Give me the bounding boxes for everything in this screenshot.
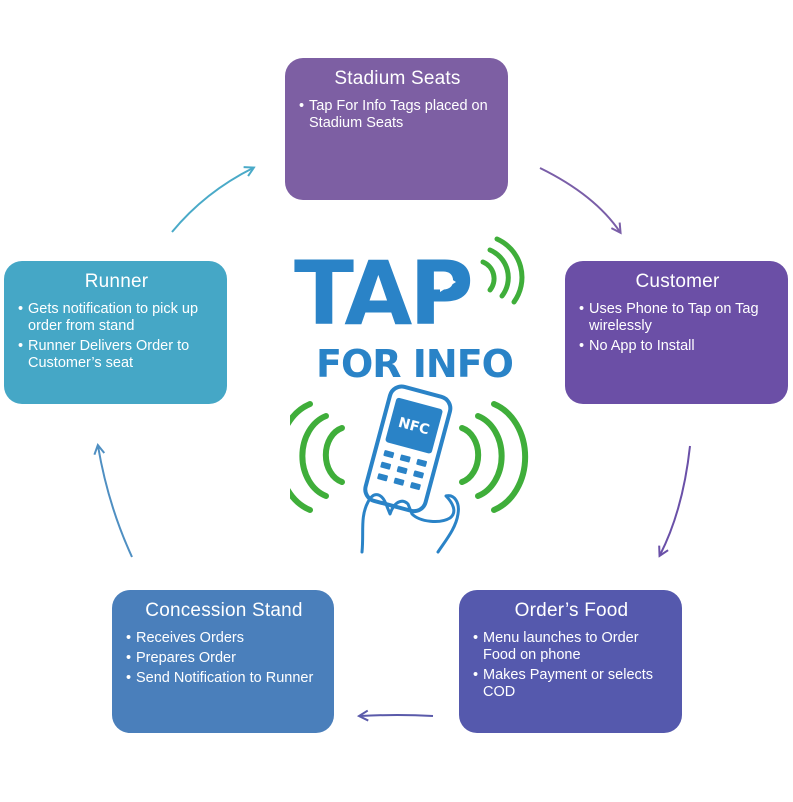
- stadium-seats-bullet: Tap For Info Tags placed on Stadium Seat…: [299, 98, 496, 132]
- orders-food-node: Order’s Food Menu launches to Order Food…: [459, 590, 682, 733]
- stadium-seats-node: Stadium Seats Tap For Info Tags placed o…: [285, 58, 508, 200]
- right-waves-icon: [459, 401, 529, 513]
- customer-list: Uses Phone to Tap on Tag wirelessly No A…: [579, 301, 776, 355]
- concession-stand-bullet: Send Notification to Runner: [126, 670, 322, 687]
- left-waves-icon: [290, 401, 345, 513]
- runner-bullet: Runner Delivers Order to Customer’s seat: [18, 338, 215, 372]
- arrow-customer-to-orders: [660, 445, 691, 555]
- arrow-concession-to-runner: [98, 446, 133, 558]
- signal-waves-icon: [480, 236, 525, 305]
- stadium-seats-title: Stadium Seats: [334, 68, 461, 89]
- logo-for-info-text: FOR INFO: [316, 342, 513, 386]
- play-icon: [440, 272, 456, 292]
- runner-bullet: Gets notification to pick up order from …: [18, 301, 215, 335]
- runner-list: Gets notification to pick up order from …: [18, 301, 215, 372]
- concession-stand-title: Concession Stand: [145, 600, 303, 621]
- arrow-runner-to-seats: [171, 168, 253, 233]
- runner-title: Runner: [84, 271, 149, 292]
- concession-stand-list: Receives Orders Prepares Order Send Noti…: [126, 630, 322, 687]
- customer-bullet: No App to Install: [579, 338, 776, 355]
- arrow-orders-to-concession: [360, 715, 434, 716]
- hand-icon: [360, 493, 460, 554]
- customer-node: Customer Uses Phone to Tap on Tag wirele…: [565, 261, 788, 404]
- stadium-seats-list: Tap For Info Tags placed on Stadium Seat…: [299, 98, 496, 132]
- orders-food-bullet: Makes Payment or selects COD: [473, 667, 670, 701]
- customer-bullet: Uses Phone to Tap on Tag wirelessly: [579, 301, 776, 335]
- orders-food-list: Menu launches to Order Food on phone Mak…: [473, 630, 670, 701]
- concession-stand-bullet: Receives Orders: [126, 630, 322, 647]
- nfc-phone-icon: NFC: [363, 384, 453, 514]
- orders-food-bullet: Menu launches to Order Food on phone: [473, 630, 670, 664]
- orders-food-title: Order’s Food: [514, 600, 629, 621]
- runner-node: Runner Gets notification to pick up orde…: [4, 261, 227, 404]
- concession-stand-bullet: Prepares Order: [126, 650, 322, 667]
- tap-for-info-logo: TAP FOR INFO NFC: [290, 236, 529, 554]
- concession-stand-node: Concession Stand Receives Orders Prepare…: [112, 590, 334, 733]
- nfc-label: NFC: [396, 415, 431, 439]
- customer-title: Customer: [635, 271, 720, 292]
- arrow-seats-to-customer: [539, 167, 620, 232]
- logo-tap-text: TAP: [294, 242, 471, 345]
